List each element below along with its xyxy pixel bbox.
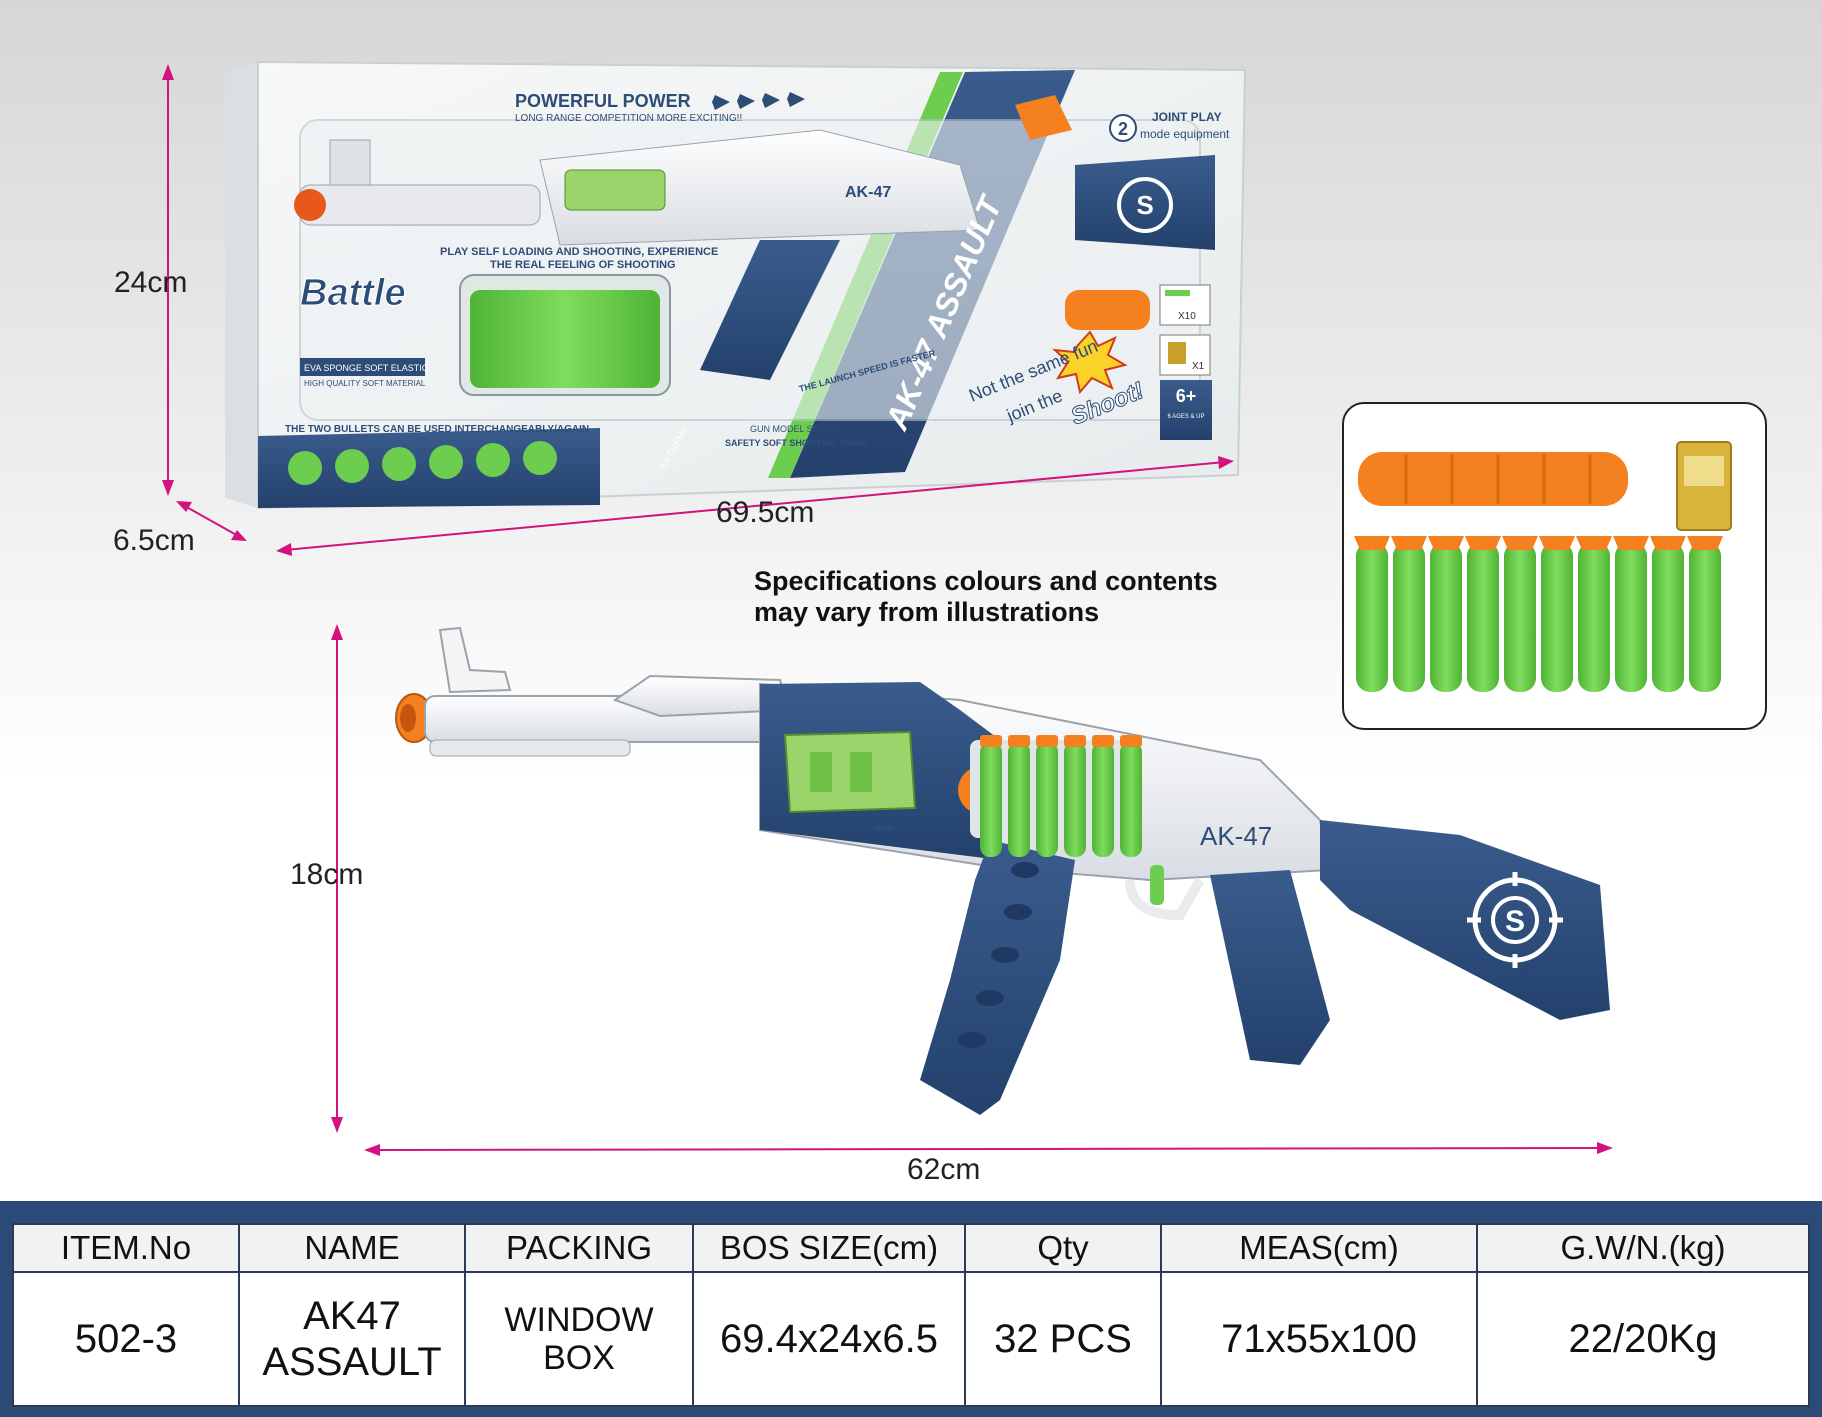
cell-meas: 71x55x100 <box>1160 1271 1478 1407</box>
cell-box-size: 69.4x24x6.5 <box>692 1271 966 1407</box>
tagline-line2: THE REAL FEELING OF SHOOTING <box>490 259 676 271</box>
cell-packing-line1: WINDOW <box>504 1301 654 1339</box>
box-model-marking: AK-47 <box>845 184 891 201</box>
cell-qty: 32 PCS <box>964 1271 1162 1407</box>
header-name: NAME <box>238 1223 466 1273</box>
cell-name-line1: AK47 <box>303 1294 401 1338</box>
main-gun-illustration: S AK-47 <box>395 626 1610 1115</box>
box-side-panel <box>225 62 258 508</box>
header-meas: MEAS(cm) <box>1160 1223 1478 1273</box>
eva-label: EVA SPONGE SOFT ELASTIC <box>304 363 429 373</box>
spec-note-line2: may vary from illustrations <box>754 597 1100 627</box>
header-qty: Qty <box>964 1223 1162 1273</box>
specification-note: Specifications colours and contents may … <box>754 566 1314 628</box>
series-line1: GUN MODEL SERIES <box>750 424 840 434</box>
box-headline: POWERFUL POWER <box>515 91 691 111</box>
spec-note-line1: Specifications colours and contents <box>754 566 1218 596</box>
header-weight: G.W/N.(kg) <box>1476 1223 1810 1273</box>
eva-sub: HIGH QUALITY SOFT MATERIAL <box>304 379 426 388</box>
spec-table: ITEM.No NAME PACKING BOS SIZE(cm) Qty ME… <box>12 1223 1810 1407</box>
header-box-size: BOS SIZE(cm) <box>692 1223 966 1273</box>
feature-icons-row <box>288 441 557 485</box>
boxed-darts <box>470 290 660 388</box>
header-item-no: ITEM.No <box>12 1223 240 1273</box>
cell-name: AK47 ASSAULT <box>238 1271 466 1407</box>
box-depth-label: 6.5cm <box>113 524 195 557</box>
bullets-note: THE TWO BULLETS CAN BE USED INTERCHANGEA… <box>285 424 589 435</box>
spec-table-frame: ITEM.No NAME PACKING BOS SIZE(cm) Qty ME… <box>0 1201 1822 1417</box>
arrow-chevrons-icon <box>712 92 805 110</box>
svg-text:S: S <box>1505 905 1525 938</box>
mode-text-bottom: mode equipment <box>1140 127 1230 141</box>
count-darts: X10 <box>1178 311 1196 322</box>
series-line2: SAFETY SOFT SHOOTING GAME <box>725 438 867 448</box>
age-badge-sub: 6 AGES & UP <box>1167 414 1204 420</box>
svg-text:S: S <box>1136 190 1153 220</box>
cell-packing-line2: BOX <box>543 1339 615 1377</box>
age-badge-bg <box>1160 380 1212 440</box>
box-subheadline: LONG RANGE COMPETITION MORE EXCITING!! <box>515 113 742 124</box>
tagline-line1: PLAY SELF LOADING AND SHOOTING, EXPERIEN… <box>440 246 718 258</box>
orange-dart-clip <box>1358 452 1628 506</box>
brand-logo: Battle <box>300 272 406 314</box>
box-height-label: 24cm <box>114 266 188 299</box>
mounted-darts <box>970 735 1142 857</box>
box-length-label: 69.5cm <box>716 496 815 529</box>
header-packing: PACKING <box>464 1223 694 1273</box>
count-pack: X1 <box>1192 361 1205 372</box>
gun-marking: AK-47 <box>1200 821 1272 851</box>
cell-item-no: 502-3 <box>12 1271 240 1407</box>
loose-darts <box>1354 536 1723 692</box>
boxed-gun: S <box>294 129 1215 380</box>
accessory-panel <box>1342 402 1767 730</box>
mode-badge-number: 2 <box>1118 119 1128 139</box>
dimension-arrows <box>162 64 1613 1156</box>
box-bottom-band <box>258 428 600 508</box>
cell-name-line2: ASSAULT <box>262 1340 442 1384</box>
shield-emblem-icon: S <box>1467 872 1563 968</box>
cell-weight: 22/20Kg <box>1476 1271 1810 1407</box>
mode-text-top: JOINT PLAY <box>1152 110 1222 124</box>
age-badge: 6+ <box>1176 386 1197 406</box>
gun-height-label: 18cm <box>290 858 364 891</box>
cell-packing: WINDOW BOX <box>464 1271 694 1407</box>
explosion-burst-icon <box>1052 330 1128 395</box>
gun-length-label: 62cm <box>907 1153 981 1186</box>
table-header-row: ITEM.No NAME PACKING BOS SIZE(cm) Qty ME… <box>12 1223 1810 1273</box>
accessories <box>1354 441 1732 692</box>
table-row: 502-3 AK47 ASSAULT WINDOW BOX 69.4x24x6.… <box>12 1271 1810 1407</box>
